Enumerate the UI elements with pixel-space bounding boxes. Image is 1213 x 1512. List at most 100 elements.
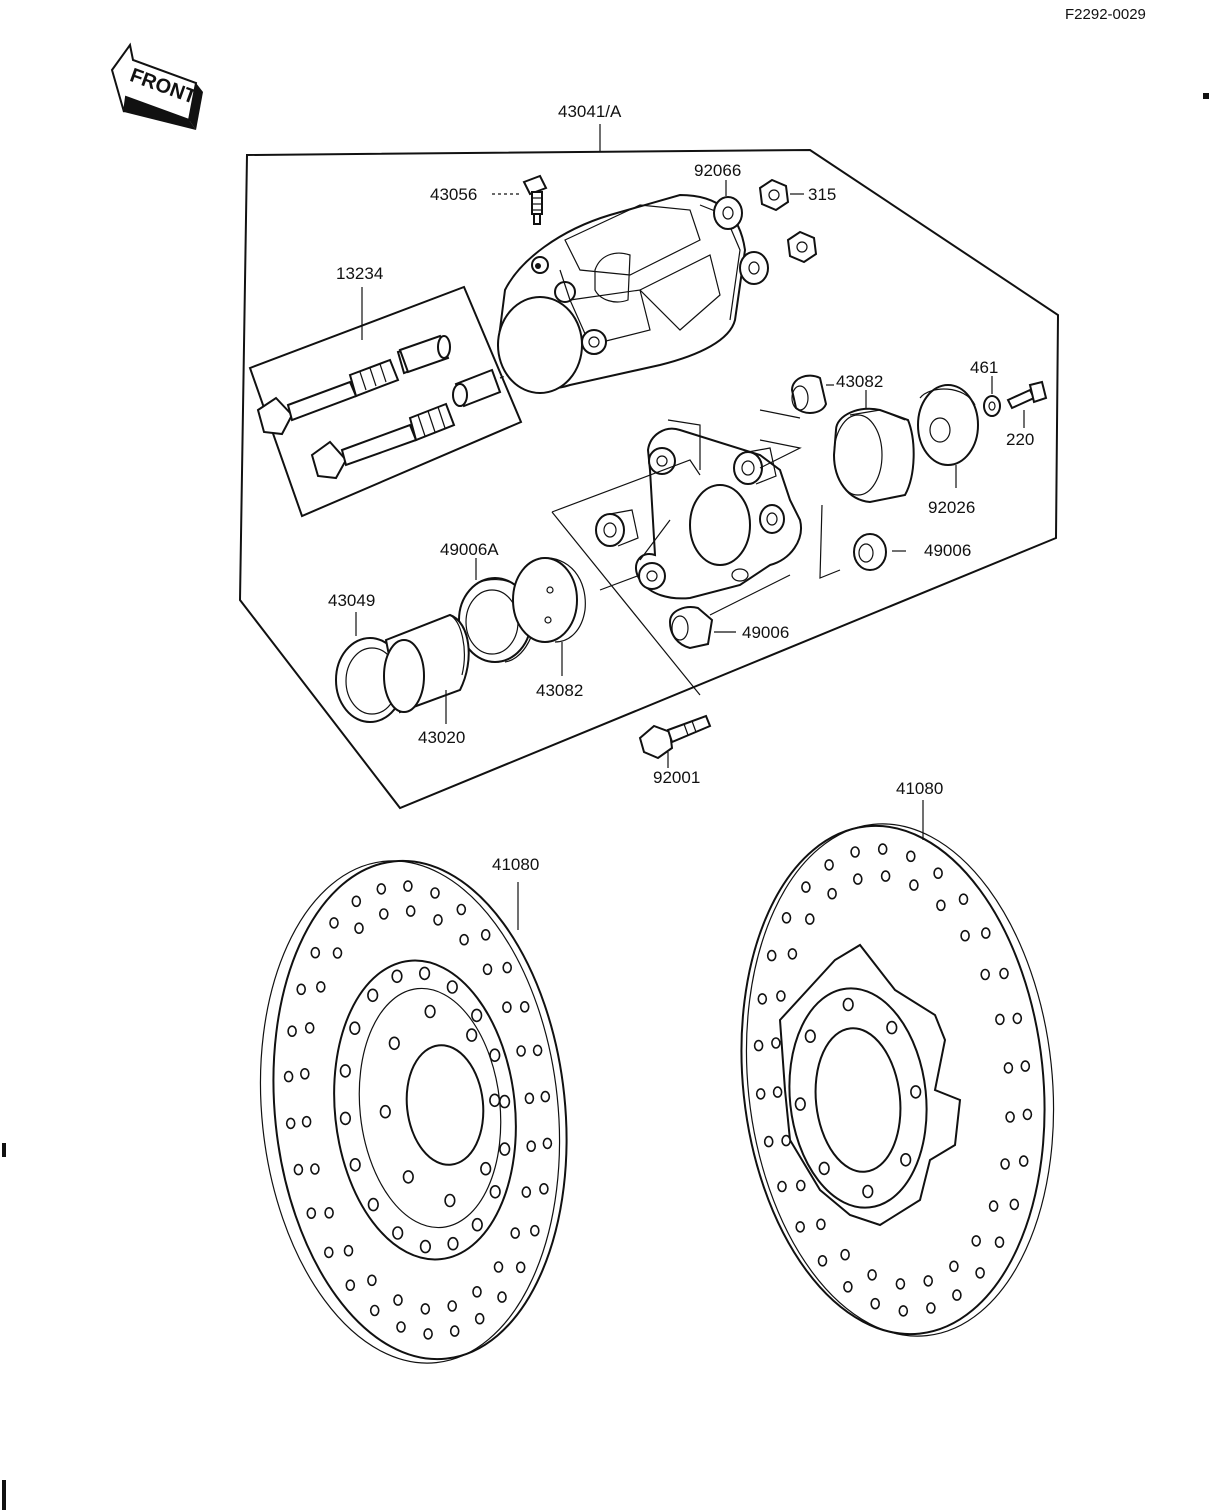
drill-hole [444, 1193, 456, 1208]
drill-hole [456, 903, 467, 916]
drill-hole [542, 1137, 553, 1150]
pin-sleeve-upper [398, 334, 451, 374]
drill-hole [781, 911, 792, 924]
drill-hole [499, 1142, 511, 1156]
drill-hole [818, 1161, 830, 1176]
drill-hole [367, 1274, 377, 1287]
drill-hole [771, 1037, 781, 1049]
drill-hole [287, 1025, 297, 1037]
drill-hole [423, 1328, 433, 1340]
bushing [832, 407, 915, 504]
drill-hole [449, 1325, 460, 1337]
drill-hole [293, 1163, 304, 1176]
drill-hole [402, 1170, 414, 1184]
drill-hole [471, 1008, 483, 1023]
drill-hole [433, 914, 443, 926]
drill-hole [493, 1261, 504, 1273]
label-cap: 92026 [928, 498, 975, 517]
label-seal-right: 49006 [924, 541, 971, 560]
drill-hole [502, 961, 513, 974]
drill-hole [497, 1291, 507, 1303]
drill-hole [466, 1028, 478, 1042]
drill-hole [391, 969, 403, 984]
drill-hole [532, 1044, 543, 1057]
drill-hole [296, 983, 307, 996]
bracket-boot-middle [759, 504, 785, 534]
drill-hole [1000, 1158, 1010, 1170]
drill-hole [995, 1013, 1005, 1026]
drill-hole [519, 1000, 530, 1013]
pin-sleeve-lower [452, 368, 502, 408]
drill-hole [405, 905, 416, 917]
drill-hole [378, 908, 389, 920]
drill-hole [480, 928, 491, 941]
drill-hole [379, 1104, 391, 1119]
drill-hole [949, 1260, 959, 1273]
drill-hole [510, 1227, 521, 1239]
piston [383, 613, 470, 714]
drill-hole [345, 1279, 356, 1291]
drill-hole [1003, 1062, 1014, 1074]
drill-hole [952, 1289, 962, 1301]
label-piston: 43020 [418, 728, 465, 747]
label-bolt: 92001 [653, 768, 700, 787]
drill-hole [351, 895, 362, 908]
drill-hole [339, 1064, 351, 1078]
drill-hole [283, 1070, 294, 1083]
drill-hole [332, 947, 343, 959]
drill-hole [285, 1117, 296, 1130]
boot-bottom [512, 557, 586, 643]
bolt-small [1006, 380, 1048, 410]
drill-hole [420, 1303, 431, 1315]
drill-hole [910, 1085, 922, 1099]
drill-hole [299, 1068, 310, 1080]
drill-hole [980, 927, 991, 939]
drill-hole [339, 1111, 352, 1126]
drill-hole [349, 1021, 361, 1035]
drill-hole [980, 968, 991, 981]
drill-hole [817, 1255, 828, 1267]
label-assembly: 43041/A [558, 102, 622, 121]
drill-hole [301, 1115, 312, 1128]
drill-hole [763, 1135, 774, 1148]
drill-hole [396, 1321, 406, 1333]
nut-lower [786, 230, 818, 264]
drill-hole [354, 922, 364, 935]
drill-hole [862, 1184, 874, 1199]
drill-hole [840, 1248, 850, 1261]
margin-mark [1203, 93, 1209, 99]
drill-hole [1022, 1108, 1033, 1121]
drill-hole [323, 1246, 334, 1259]
drill-hole [994, 1236, 1005, 1248]
drill-hole [403, 880, 413, 892]
seal-bottom [668, 606, 714, 650]
drill-hole [539, 1183, 549, 1195]
drill-hole [877, 843, 888, 855]
drill-hole [926, 1302, 936, 1314]
drill-hole [975, 1267, 985, 1279]
drill-hole [310, 1163, 320, 1175]
drill-hole [447, 1300, 458, 1312]
label-bleeder: 43056 [430, 185, 477, 204]
drill-hole [795, 1221, 806, 1233]
drill-hole [540, 1090, 551, 1103]
drill-hole [794, 1097, 806, 1111]
drill-hole [369, 1304, 380, 1317]
drill-hole [843, 1281, 853, 1293]
drill-hole [958, 893, 969, 906]
drill-hole [376, 883, 387, 895]
caliper-body [496, 193, 747, 394]
drill-hole [489, 1048, 501, 1062]
label-bolt-small: 220 [1006, 430, 1034, 449]
drill-hole [1009, 1198, 1020, 1211]
drill-hole [905, 850, 916, 863]
drill-hole [310, 946, 321, 959]
drill-hole [419, 1239, 432, 1254]
drill-hole [801, 881, 811, 893]
label-disc-left: 41080 [492, 855, 539, 874]
drill-hole [909, 879, 919, 891]
drill-hole [895, 1278, 906, 1290]
drill-hole [471, 1217, 483, 1232]
drill-hole [446, 980, 458, 994]
drill-hole [502, 1001, 512, 1014]
